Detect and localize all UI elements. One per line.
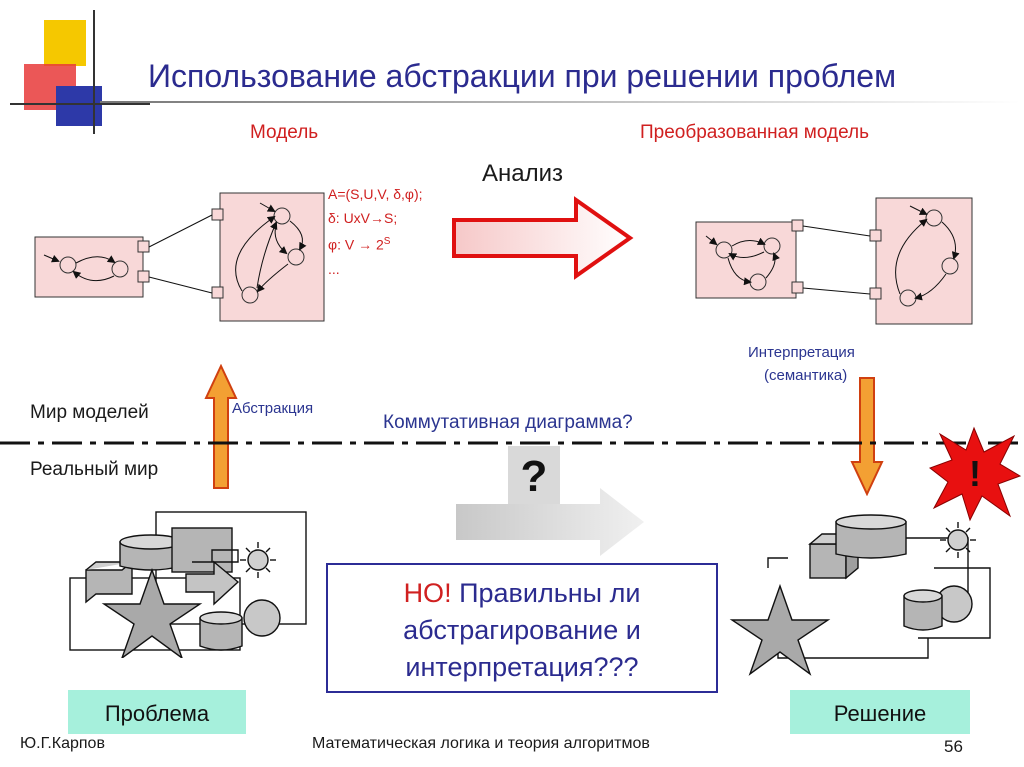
footer-course: Математическая логика и теория алгоритмо…	[312, 735, 650, 752]
warning-line-2: абстрагирование и	[403, 615, 641, 645]
gray-arrow	[456, 488, 644, 556]
world-separator-line	[0, 441, 1024, 445]
model-diagram	[34, 192, 325, 322]
formula-line-3-superscript: S	[383, 236, 391, 247]
formula-line-3: φ: V → 2S	[328, 230, 423, 257]
transformed-model-label: Преобразованная модель	[640, 122, 870, 143]
real-world-label: Реальный мир	[30, 459, 159, 480]
formula-line-4: ...	[328, 260, 340, 277]
transformed-model-diagram	[695, 197, 973, 325]
abstraction-arrow	[204, 364, 238, 489]
analysis-label: Анализ	[482, 160, 564, 187]
interpretation-arrow	[850, 377, 884, 496]
formula-line-3-text: φ: V → 2	[328, 236, 384, 253]
footer-author: Ю.Г.Карпов	[20, 735, 105, 752]
page-number: 56	[944, 737, 963, 756]
semantics-label: (семантика)	[764, 367, 848, 384]
corner-decoration	[10, 10, 150, 134]
title-underline	[100, 101, 1020, 103]
problem-label: Проблема	[68, 690, 246, 734]
interpretation-label: Интерпретация	[748, 344, 855, 361]
commutative-diagram-label: Коммутативная диаграмма?	[383, 412, 633, 433]
page-title: Использование абстракции при решении про…	[148, 58, 897, 94]
warning-line-1: НО! Правильны ли	[328, 575, 716, 612]
solution-shapes	[729, 514, 991, 676]
warning-line-1-text: Правильны ли	[451, 578, 641, 608]
warning-line-3: интерпретация???	[405, 652, 639, 682]
formula-line-1: A=(S,U,V, δ,φ);	[328, 186, 423, 202]
formula-line-2: δ: UxV→S;	[328, 210, 398, 226]
automaton-formula: A=(S,U,V, δ,φ); δ: UxV→S; φ: V → 2S ...	[328, 182, 423, 281]
analysis-arrow	[452, 196, 634, 280]
explosion-icon: !	[928, 426, 1022, 522]
warning-box: НО! Правильны ли абстрагирование и интер…	[326, 563, 718, 693]
model-label: Модель	[250, 122, 319, 143]
exclamation-mark: !	[969, 453, 981, 494]
abstraction-label: Абстракция	[232, 400, 314, 417]
warning-prefix: НО!	[403, 578, 452, 608]
problem-shapes	[69, 511, 307, 658]
solution-label: Решение	[790, 690, 970, 734]
question-mark-box: ?	[508, 446, 560, 508]
model-world-label: Мир моделей	[30, 402, 149, 423]
